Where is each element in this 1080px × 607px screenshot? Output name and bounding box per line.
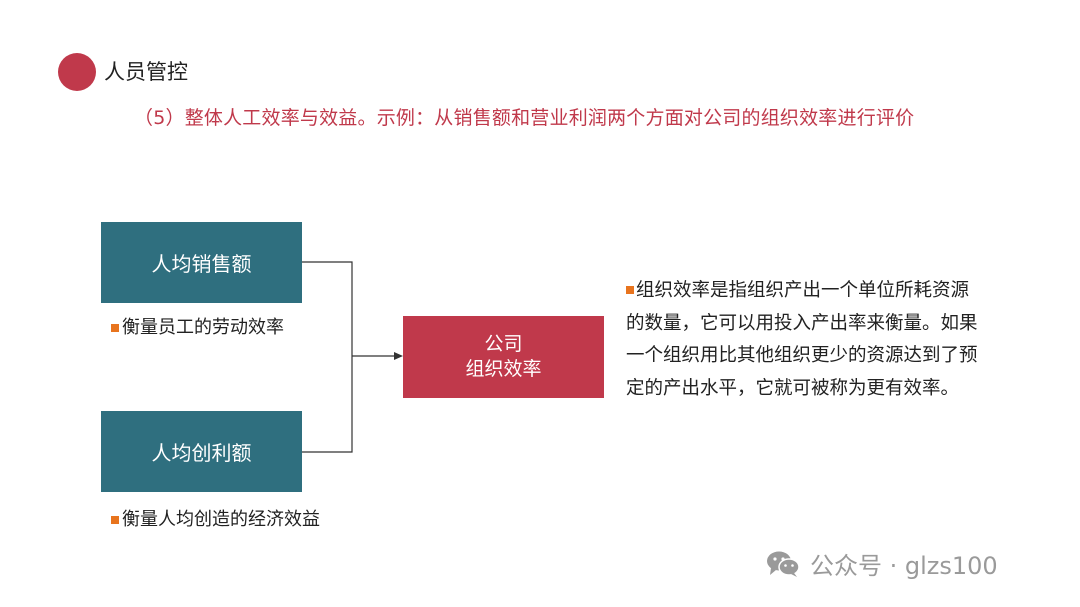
- watermark-text: 公众号 · glzs100: [810, 552, 998, 580]
- bullet-square-icon: [111, 516, 119, 524]
- bullet-square-icon: [626, 286, 634, 294]
- connector-profit: [302, 356, 353, 453]
- arrowhead: [394, 352, 403, 360]
- note-profit: 衡量人均创造的经济效益: [111, 508, 320, 532]
- subtitle: （5）整体人工效率与效益。示例：从销售额和营业利润两个方面对公司的组织效率进行评…: [134, 107, 915, 129]
- description-text: 组织效率是指组织产出一个单位所耗资源的数量，它可以用投入产出率来衡量。如果一个组…: [626, 280, 978, 399]
- bullet-square-icon: [111, 324, 119, 332]
- box-company-line2: 组织效率: [465, 358, 542, 380]
- note-sales-text: 衡量员工的劳动效率: [122, 317, 284, 338]
- box-profit-per-capita: 人均创利额: [101, 411, 302, 492]
- box-company-line1: 公司: [484, 333, 523, 355]
- connector-sales: [302, 261, 353, 356]
- watermark: 公众号 · glzs100: [766, 546, 998, 581]
- box-sales-label: 人均销售额: [151, 252, 252, 276]
- box-sales-per-capita: 人均销售额: [101, 222, 302, 303]
- section-title: 人员管控: [104, 60, 188, 84]
- description-paragraph: 组织效率是指组织产出一个单位所耗资源的数量，它可以用投入产出率来衡量。如果一个组…: [626, 275, 982, 405]
- note-sales: 衡量员工的劳动效率: [111, 316, 284, 340]
- box-company-efficiency: 公司 组织效率: [403, 316, 604, 398]
- wechat-icon: [767, 551, 800, 577]
- note-profit-text: 衡量人均创造的经济效益: [122, 509, 320, 530]
- header-dot: [58, 53, 96, 91]
- box-profit-label: 人均创利额: [151, 441, 252, 465]
